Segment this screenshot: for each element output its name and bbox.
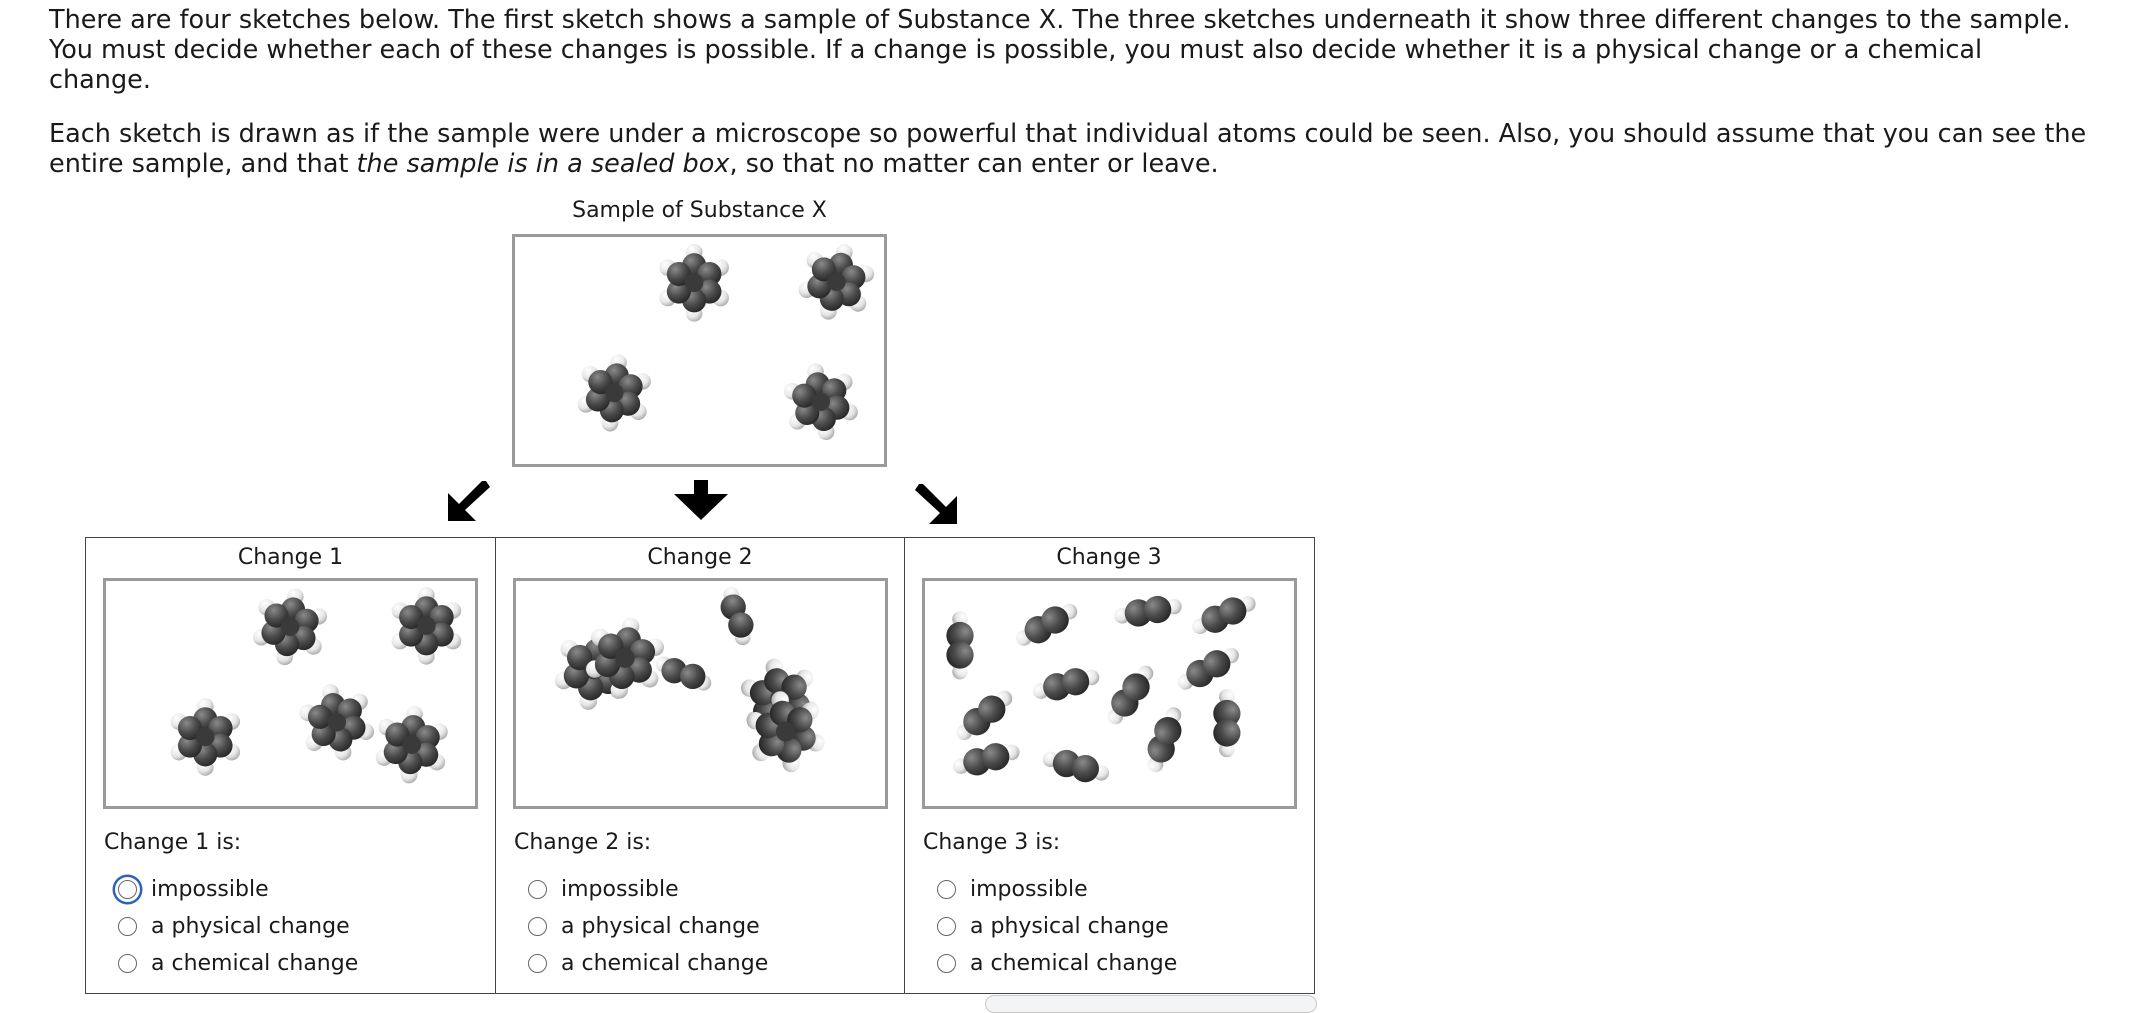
naphthalene-molecule-icon — [718, 638, 848, 792]
ethyne-molecule-icon — [1213, 689, 1241, 758]
benzene-molecule-icon — [391, 586, 462, 665]
small-molecule-icon — [653, 643, 714, 704]
instructions-p2-end: , so that no matter can enter or leave. — [729, 149, 1219, 179]
ethyne-molecule-icon — [1029, 662, 1103, 707]
radio-button[interactable] — [118, 880, 137, 899]
change-3-option-physical[interactable]: a physical change — [937, 908, 1177, 945]
arrow-down-icon — [674, 480, 728, 520]
change-2-molecules — [516, 584, 885, 806]
option-label: a chemical change — [970, 951, 1178, 976]
benzene-molecule-icon — [373, 702, 450, 787]
ethyne-molecule-icon — [1010, 595, 1084, 654]
sample-molecules — [574, 237, 881, 446]
change-1-sketch — [103, 578, 478, 809]
change-1-option-physical[interactable]: a physical change — [118, 908, 358, 945]
benzene-molecule-icon — [779, 357, 862, 446]
change-3-option-impossible[interactable]: impossible — [937, 871, 1177, 908]
ethyne-molecule-icon — [1112, 591, 1184, 631]
ethyne-molecule-icon — [946, 611, 974, 680]
ethyne-molecule-icon — [949, 737, 1023, 782]
instructions-p2-start: Each sketch is drawn as if the sample we… — [49, 119, 2087, 179]
benzene-molecule-icon — [659, 243, 729, 322]
option-label: a physical change — [970, 914, 1169, 939]
change-2-title: Change 2 — [647, 545, 753, 570]
benzene-molecule-icon — [574, 349, 655, 437]
change-2-option-impossible[interactable]: impossible — [528, 871, 768, 908]
radio-button[interactable] — [937, 917, 956, 936]
scroll-indicator[interactable] — [985, 995, 1317, 1013]
benzene-molecule-icon — [170, 697, 241, 776]
ethyne-molecule-icon — [949, 683, 1020, 748]
radio-button[interactable] — [937, 880, 956, 899]
option-label: impossible — [151, 877, 269, 902]
option-label: impossible — [970, 877, 1088, 902]
benzene-molecule-icon — [792, 237, 881, 329]
change-1-molecules — [170, 582, 462, 787]
ethyne-molecule-icon — [1099, 659, 1162, 731]
change-3-panel: Change 3 Change 3 is: impossible a physi… — [904, 538, 1313, 993]
arrow-down-left-icon — [448, 481, 490, 521]
radio-button[interactable] — [118, 954, 137, 973]
change-3-options: impossible a physical change a chemical … — [937, 871, 1177, 982]
option-label: a physical change — [151, 914, 350, 939]
change-1-title: Change 1 — [237, 545, 344, 570]
change-2-option-physical[interactable]: a physical change — [528, 908, 768, 945]
radio-button[interactable] — [937, 954, 956, 973]
ethyne-molecule-icon — [1187, 588, 1261, 642]
small-molecule-icon — [705, 584, 769, 648]
sample-title: Sample of Substance X — [572, 198, 827, 223]
ethyne-molecule-icon — [1140, 703, 1190, 777]
benzene-molecule-icon — [249, 582, 332, 672]
change-3-sketch — [922, 578, 1297, 809]
benzene-molecule-icon — [294, 676, 379, 768]
change-3-question: Change 3 is: — [923, 830, 1061, 855]
radio-button[interactable] — [118, 917, 137, 936]
sample-sketch — [512, 234, 887, 467]
changes-table: Change 1 Change 1 is: impossible a physi… — [85, 537, 1315, 994]
ethyne-molecule-icon — [1172, 639, 1245, 698]
instructions-p2-italic: the sample is in a sealed box — [356, 149, 730, 179]
option-label: a chemical change — [561, 951, 769, 976]
change-2-question: Change 2 is: — [514, 830, 652, 855]
instructions: There are four sketches below. The first… — [49, 5, 2089, 203]
radio-button[interactable] — [528, 954, 547, 973]
change-3-molecules — [946, 588, 1261, 789]
ethyne-molecule-icon — [1039, 744, 1113, 789]
change-2-sketch — [513, 578, 888, 809]
instructions-paragraph-1: There are four sketches below. The first… — [49, 5, 2071, 95]
change-1-option-chemical[interactable]: a chemical change — [118, 945, 358, 982]
change-1-options: impossible a physical change a chemical … — [118, 871, 358, 982]
change-3-option-chemical[interactable]: a chemical change — [937, 945, 1177, 982]
change-3-title: Change 3 — [1056, 545, 1162, 570]
change-1-question: Change 1 is: — [104, 830, 242, 855]
arrow-down-right-icon — [915, 484, 957, 524]
instructions-paragraph-2: Each sketch is drawn as if the sample we… — [49, 119, 2089, 179]
radio-button[interactable] — [528, 917, 547, 936]
option-label: a physical change — [561, 914, 760, 939]
change-1-panel: Change 1 Change 1 is: impossible a physi… — [86, 538, 495, 993]
change-2-options: impossible a physical change a chemical … — [528, 871, 768, 982]
option-label: a chemical change — [151, 951, 359, 976]
change-1-option-impossible[interactable]: impossible — [118, 871, 358, 908]
option-label: impossible — [561, 877, 679, 902]
change-2-option-chemical[interactable]: a chemical change — [528, 945, 768, 982]
radio-button[interactable] — [528, 880, 547, 899]
change-2-panel: Change 2 Change 2 is: impossible a physi… — [495, 538, 904, 993]
